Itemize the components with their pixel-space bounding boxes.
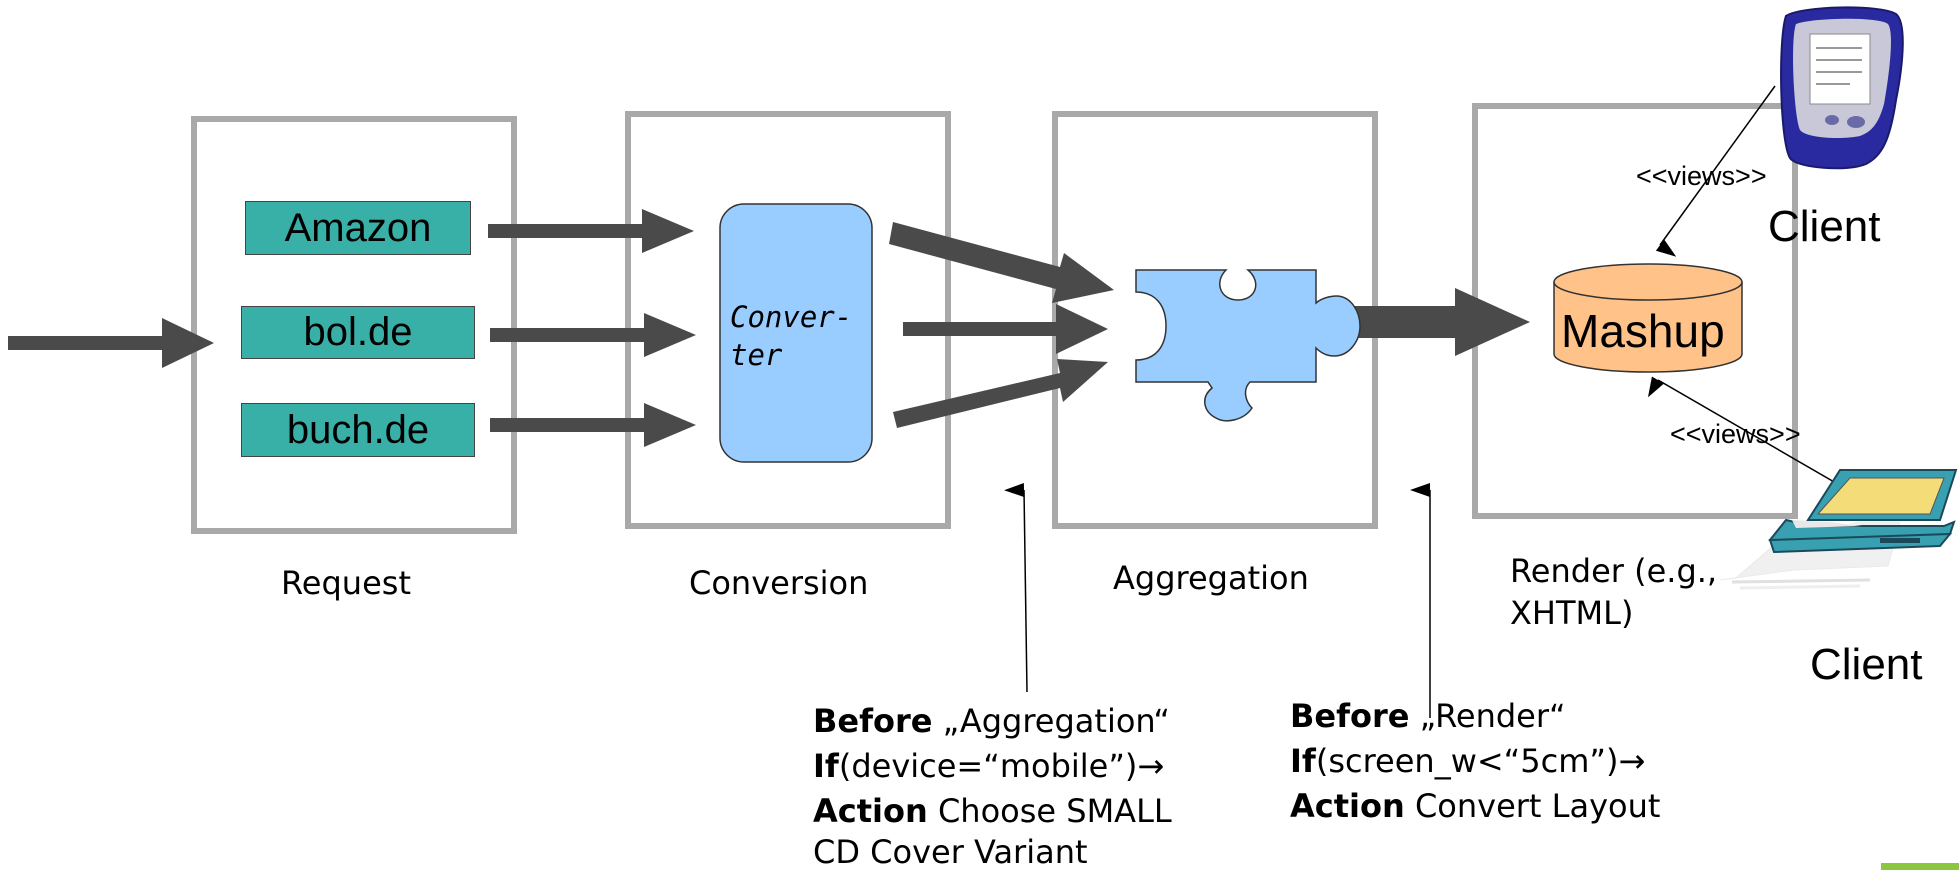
request-stage-box <box>191 116 517 534</box>
converter-to-puzzle-arrow-bottom <box>893 359 1108 428</box>
mashup-database <box>1553 263 1743 373</box>
mobile-views-line <box>1655 85 1776 257</box>
mashup-label: Mashup <box>1561 305 1725 357</box>
action-value: Convert Layout <box>1404 787 1661 825</box>
if-value: (device=“mobile”)→ <box>838 747 1165 785</box>
aggregation-rule-action: Action Choose SMALL <box>813 789 1172 834</box>
converter-to-puzzle-arrow-top <box>889 222 1114 303</box>
before-value: „Render“ <box>1409 697 1566 735</box>
aggregation-stage-label: Aggregation <box>1113 559 1309 597</box>
if-keyword: If <box>1290 742 1316 780</box>
amazon-to-converter-arrow <box>488 209 694 253</box>
render-stage-label-line1: Render (e.g., <box>1510 552 1718 590</box>
mobile-views-label: <<views>> <box>1636 161 1767 191</box>
mobile-client-label: Client <box>1768 202 1881 251</box>
before-keyword: Before <box>1290 697 1410 735</box>
laptop-views-label: <<views>> <box>1670 419 1801 449</box>
converter-box <box>719 203 873 463</box>
converter-label-line1: Conver- <box>730 300 853 334</box>
puzzle-piece-icon <box>1135 269 1361 422</box>
buchde-to-converter-arrow <box>490 403 696 447</box>
laptop-icon <box>1719 469 1958 590</box>
source-buch-de: buch.de <box>241 403 475 457</box>
aggregation-rule-action-cont: CD Cover Variant <box>813 833 1088 871</box>
laptop-client-label: Client <box>1810 640 1923 689</box>
source-amazon: Amazon <box>245 201 471 255</box>
conversion-stage-box <box>625 111 951 529</box>
input-arrow <box>8 318 214 368</box>
puzzle-to-mashup-arrow <box>1345 288 1530 356</box>
if-keyword: If <box>813 747 839 785</box>
aggregation-rule-before: Before „Aggregation“ <box>813 699 1172 744</box>
before-keyword: Before <box>813 702 933 740</box>
request-stage-label: Request <box>281 564 411 602</box>
before-value: „Aggregation“ <box>932 702 1170 740</box>
render-stage-label-line2: XHTML) <box>1510 594 1634 632</box>
aggregation-rule-if: If(device=“mobile”)→ <box>813 744 1172 789</box>
if-value: (screen_w<“5cm”)→ <box>1315 742 1646 780</box>
converter-label-line2: ter <box>730 338 783 372</box>
aggregation-rule-pointer <box>1004 483 1028 693</box>
bolde-to-converter-arrow <box>490 313 696 357</box>
action-keyword: Action <box>1290 787 1405 825</box>
conversion-stage-label: Conversion <box>689 564 869 602</box>
render-rule-before: Before „Render“ <box>1290 694 1660 739</box>
action-keyword: Action <box>813 792 928 830</box>
converter-to-puzzle-arrow-middle <box>903 304 1108 354</box>
mobile-phone-icon <box>1780 6 1904 170</box>
action-value: Choose SMALL <box>927 792 1172 830</box>
aggregation-rule: Before „Aggregation“ If(device=“mobile”)… <box>813 699 1172 875</box>
laptop-views-line <box>1647 376 1849 491</box>
render-rule-action: Action Convert Layout <box>1290 784 1660 829</box>
source-bol-de: bol.de <box>241 306 475 359</box>
accent-corner <box>1881 863 1959 870</box>
render-rule: Before „Render“ If(screen_w<“5cm”)→ Acti… <box>1290 694 1660 829</box>
render-rule-if: If(screen_w<“5cm”)→ <box>1290 739 1660 784</box>
